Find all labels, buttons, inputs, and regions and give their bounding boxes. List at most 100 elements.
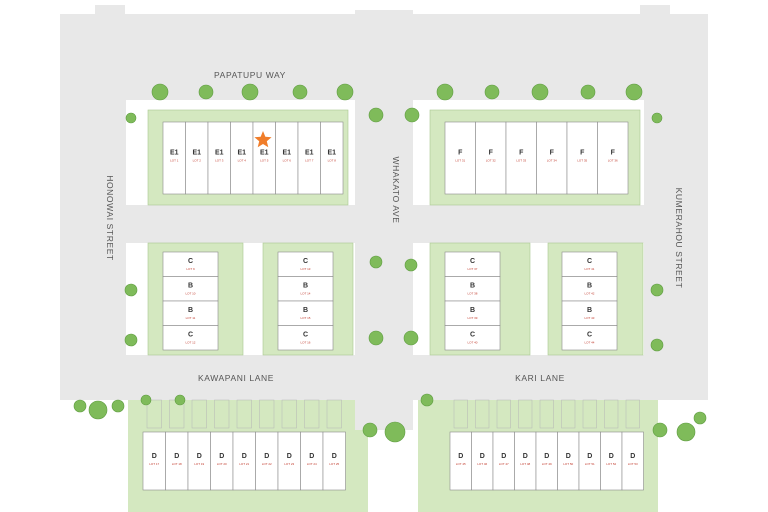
unit-f: F LOT 34 bbox=[536, 121, 568, 195]
unit-type-label: D bbox=[480, 453, 485, 460]
tree-icon bbox=[368, 107, 384, 123]
unit-type-label: F bbox=[550, 149, 555, 156]
unit-lot-label: LOT 46 bbox=[477, 462, 487, 466]
parking-stall bbox=[604, 399, 619, 429]
unit-outline bbox=[597, 121, 629, 195]
tree-icon bbox=[650, 338, 664, 352]
unit-type-label: B bbox=[303, 307, 308, 314]
unit-outline bbox=[600, 431, 623, 491]
unit-lot-label: LOT 44 bbox=[585, 341, 595, 345]
unit-lot-label: LOT 15 bbox=[301, 316, 311, 320]
unit-type-label: C bbox=[587, 332, 592, 339]
unit-type-label: F bbox=[458, 149, 463, 156]
unit-outline bbox=[232, 431, 256, 491]
unit-lot-label: LOT 18 bbox=[172, 462, 182, 466]
parking-stall bbox=[304, 399, 320, 429]
unit-type-label: D bbox=[587, 453, 592, 460]
roads bbox=[60, 5, 708, 430]
unit-lot-label: LOT 47 bbox=[499, 462, 509, 466]
unit-outline bbox=[514, 431, 537, 491]
unit-lot-label: LOT 25 bbox=[329, 462, 339, 466]
unit-type-label: B bbox=[587, 307, 592, 314]
unit-outline bbox=[277, 251, 334, 277]
unit-outline bbox=[277, 431, 301, 491]
street-kawapani: KAWAPANI LANE bbox=[198, 373, 274, 383]
unit-d: D LOT 46 bbox=[471, 431, 494, 491]
tree-icon bbox=[198, 84, 214, 100]
unit-type-label: D bbox=[242, 453, 247, 460]
unit-lot-label: LOT 7 bbox=[305, 158, 314, 162]
unit-type-label: B bbox=[470, 307, 475, 314]
unit-outline bbox=[277, 300, 334, 326]
unit-type-label: E1 bbox=[260, 149, 269, 156]
unit-lot-label: LOT 17 bbox=[149, 462, 159, 466]
unit-lot-label: LOT 1 bbox=[170, 158, 179, 162]
tree-icon bbox=[652, 422, 668, 438]
street-kumerahou: KUMERAHOU STREET bbox=[674, 188, 684, 289]
unit-type-label: E1 bbox=[215, 149, 224, 156]
unit-outline bbox=[557, 431, 580, 491]
tree-icon bbox=[140, 394, 152, 406]
unit-type-label: C bbox=[470, 258, 475, 265]
unit-outline bbox=[492, 431, 515, 491]
unit-outline bbox=[444, 300, 501, 326]
tree-icon bbox=[384, 421, 406, 443]
unit-lot-label: LOT 4 bbox=[238, 158, 247, 162]
unit-lot-label: LOT 45 bbox=[456, 462, 466, 466]
unit-outline bbox=[300, 431, 324, 491]
tree-icon bbox=[580, 84, 596, 100]
unit-type-label: E1 bbox=[327, 149, 336, 156]
parking-stall bbox=[539, 399, 554, 429]
tree-icon bbox=[403, 330, 419, 346]
unit-lot-label: LOT 42 bbox=[585, 292, 595, 296]
unit-type-label: B bbox=[470, 283, 475, 290]
unit-outline bbox=[471, 431, 494, 491]
parking-stall bbox=[453, 399, 468, 429]
unit-lot-label: LOT 48 bbox=[520, 462, 530, 466]
unit-type-label: B bbox=[587, 283, 592, 290]
unit-type-label: D bbox=[219, 453, 224, 460]
unit-lot-label: LOT 20 bbox=[217, 462, 227, 466]
highlight-star-icon bbox=[254, 131, 272, 148]
unit-outline bbox=[561, 325, 618, 351]
unit-lot-label: LOT 32 bbox=[486, 158, 496, 162]
unit-type-label: D bbox=[197, 453, 202, 460]
unit-lot-label: LOT 9 bbox=[186, 267, 195, 271]
star-shape bbox=[254, 131, 272, 148]
unit-outline bbox=[162, 300, 219, 326]
unit-type-label: B bbox=[188, 307, 193, 314]
unit-outline bbox=[255, 431, 279, 491]
unit-outline bbox=[142, 431, 166, 491]
unit-lot-label: LOT 16 bbox=[301, 341, 311, 345]
unit-lot-label: LOT 6 bbox=[283, 158, 292, 162]
road-west bbox=[60, 90, 126, 400]
unit-outline bbox=[187, 431, 211, 491]
unit-outline bbox=[165, 431, 189, 491]
parking-stall bbox=[191, 399, 207, 429]
unit-lot-label: LOT 34 bbox=[547, 158, 557, 162]
unit-lot-label: LOT 13 bbox=[301, 267, 311, 271]
unit-cb: B LOT 42 bbox=[561, 276, 618, 302]
tree-icon bbox=[651, 112, 663, 124]
tree-icon bbox=[625, 83, 643, 101]
